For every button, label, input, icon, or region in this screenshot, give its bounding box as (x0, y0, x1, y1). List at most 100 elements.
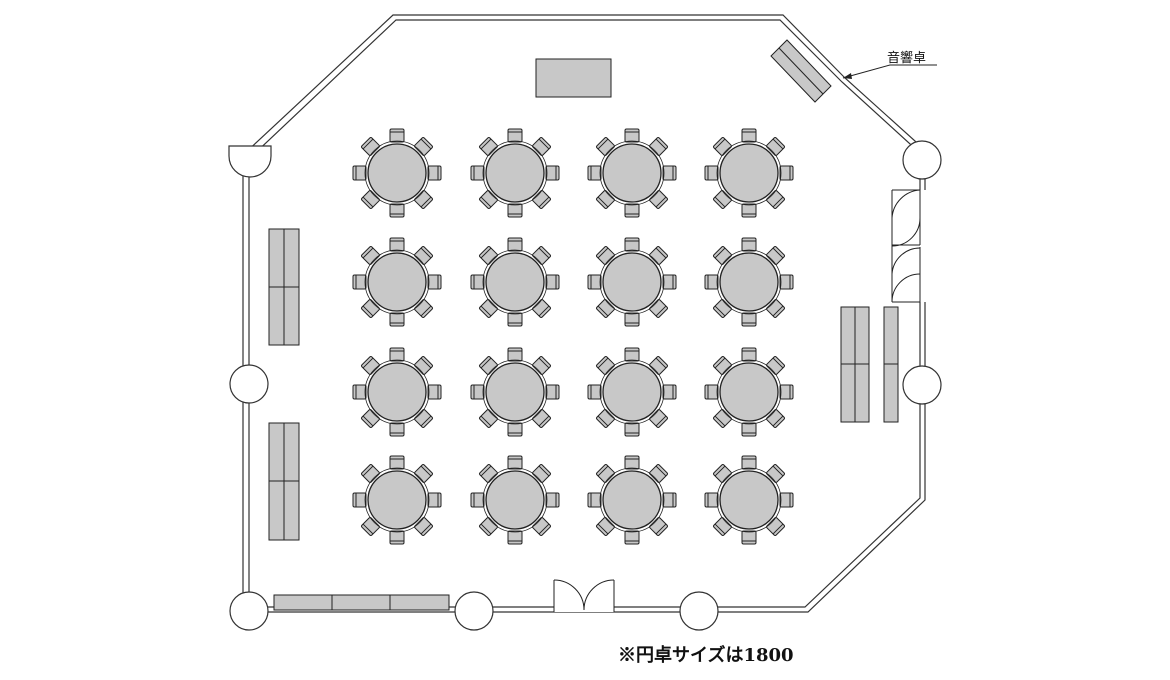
chair (389, 203, 405, 218)
chair (766, 517, 785, 536)
chair (532, 517, 551, 536)
chair (532, 299, 551, 318)
chair (596, 464, 615, 483)
chair (389, 312, 405, 327)
round-table-top (485, 362, 545, 422)
chair (479, 517, 498, 536)
chair (414, 356, 433, 375)
round-table-3-2 (470, 347, 560, 437)
chair (352, 384, 367, 400)
chair (766, 190, 785, 209)
chair (779, 165, 794, 181)
chair (479, 356, 498, 375)
chair (479, 246, 498, 265)
chair (532, 190, 551, 209)
chair (470, 384, 485, 400)
chair (414, 299, 433, 318)
round-table-top (602, 252, 662, 312)
chair (587, 492, 602, 508)
round-table-4-3 (587, 455, 677, 545)
round-table-4-4 (704, 455, 794, 545)
chair (713, 137, 732, 156)
chair (361, 190, 380, 209)
round-table-2-4 (704, 237, 794, 327)
round-table-1-1 (352, 128, 442, 218)
round-table-top (485, 143, 545, 203)
chair (713, 356, 732, 375)
table-size-note: ※円卓サイズは1800 (618, 645, 794, 666)
chair (479, 137, 498, 156)
chair (361, 464, 380, 483)
chair (427, 384, 442, 400)
chair (545, 384, 560, 400)
round-table-top (485, 252, 545, 312)
chair (545, 165, 560, 181)
right-tables (840, 306, 899, 423)
chair (532, 409, 551, 428)
chair (507, 347, 523, 362)
chair (596, 246, 615, 265)
chair (624, 312, 640, 327)
chair (479, 190, 498, 209)
sound-desk-label: 音響卓 (887, 50, 926, 66)
chair (779, 384, 794, 400)
chair (649, 409, 668, 428)
round-table-top (719, 470, 779, 530)
round-table-top (719, 143, 779, 203)
pillar-bottom-center (454, 591, 494, 631)
chair (741, 347, 757, 362)
round-table-top (485, 470, 545, 530)
chair (545, 492, 560, 508)
chair (389, 237, 405, 252)
pillars (228, 140, 942, 631)
chair (624, 422, 640, 437)
chair (470, 492, 485, 508)
chair (649, 299, 668, 318)
chair (662, 384, 677, 400)
chair (662, 274, 677, 290)
chair (414, 464, 433, 483)
chair (361, 356, 380, 375)
left-tables-upper (268, 228, 300, 346)
pillar-bottom-left (229, 591, 269, 631)
chair (361, 246, 380, 265)
chair (532, 137, 551, 156)
chair (361, 299, 380, 318)
round-table-top (719, 362, 779, 422)
round-table-top (367, 470, 427, 530)
chair (427, 492, 442, 508)
chair (713, 409, 732, 428)
chair (779, 274, 794, 290)
chair (470, 165, 485, 181)
chair (507, 422, 523, 437)
chair (624, 128, 640, 143)
right-doors (891, 189, 930, 303)
room-walls (242, 14, 926, 613)
chair (352, 165, 367, 181)
chair (704, 274, 719, 290)
chair (649, 190, 668, 209)
round-table-1-3 (587, 128, 677, 218)
round-table-2-1 (352, 237, 442, 327)
chair (507, 530, 523, 545)
chair (389, 530, 405, 545)
chair (741, 237, 757, 252)
chair (479, 409, 498, 428)
chair (766, 409, 785, 428)
chair (596, 517, 615, 536)
chair (649, 356, 668, 375)
chair (507, 203, 523, 218)
chair (624, 455, 640, 470)
chair (470, 274, 485, 290)
chair (507, 312, 523, 327)
chair (624, 347, 640, 362)
chair (414, 409, 433, 428)
bottom-tables (273, 594, 450, 611)
pillar-bottom-right (679, 591, 719, 631)
round-table-1-2 (470, 128, 560, 218)
chair (649, 246, 668, 265)
chair (741, 455, 757, 470)
chair (766, 137, 785, 156)
chair (713, 464, 732, 483)
round-table-1-4 (704, 128, 794, 218)
